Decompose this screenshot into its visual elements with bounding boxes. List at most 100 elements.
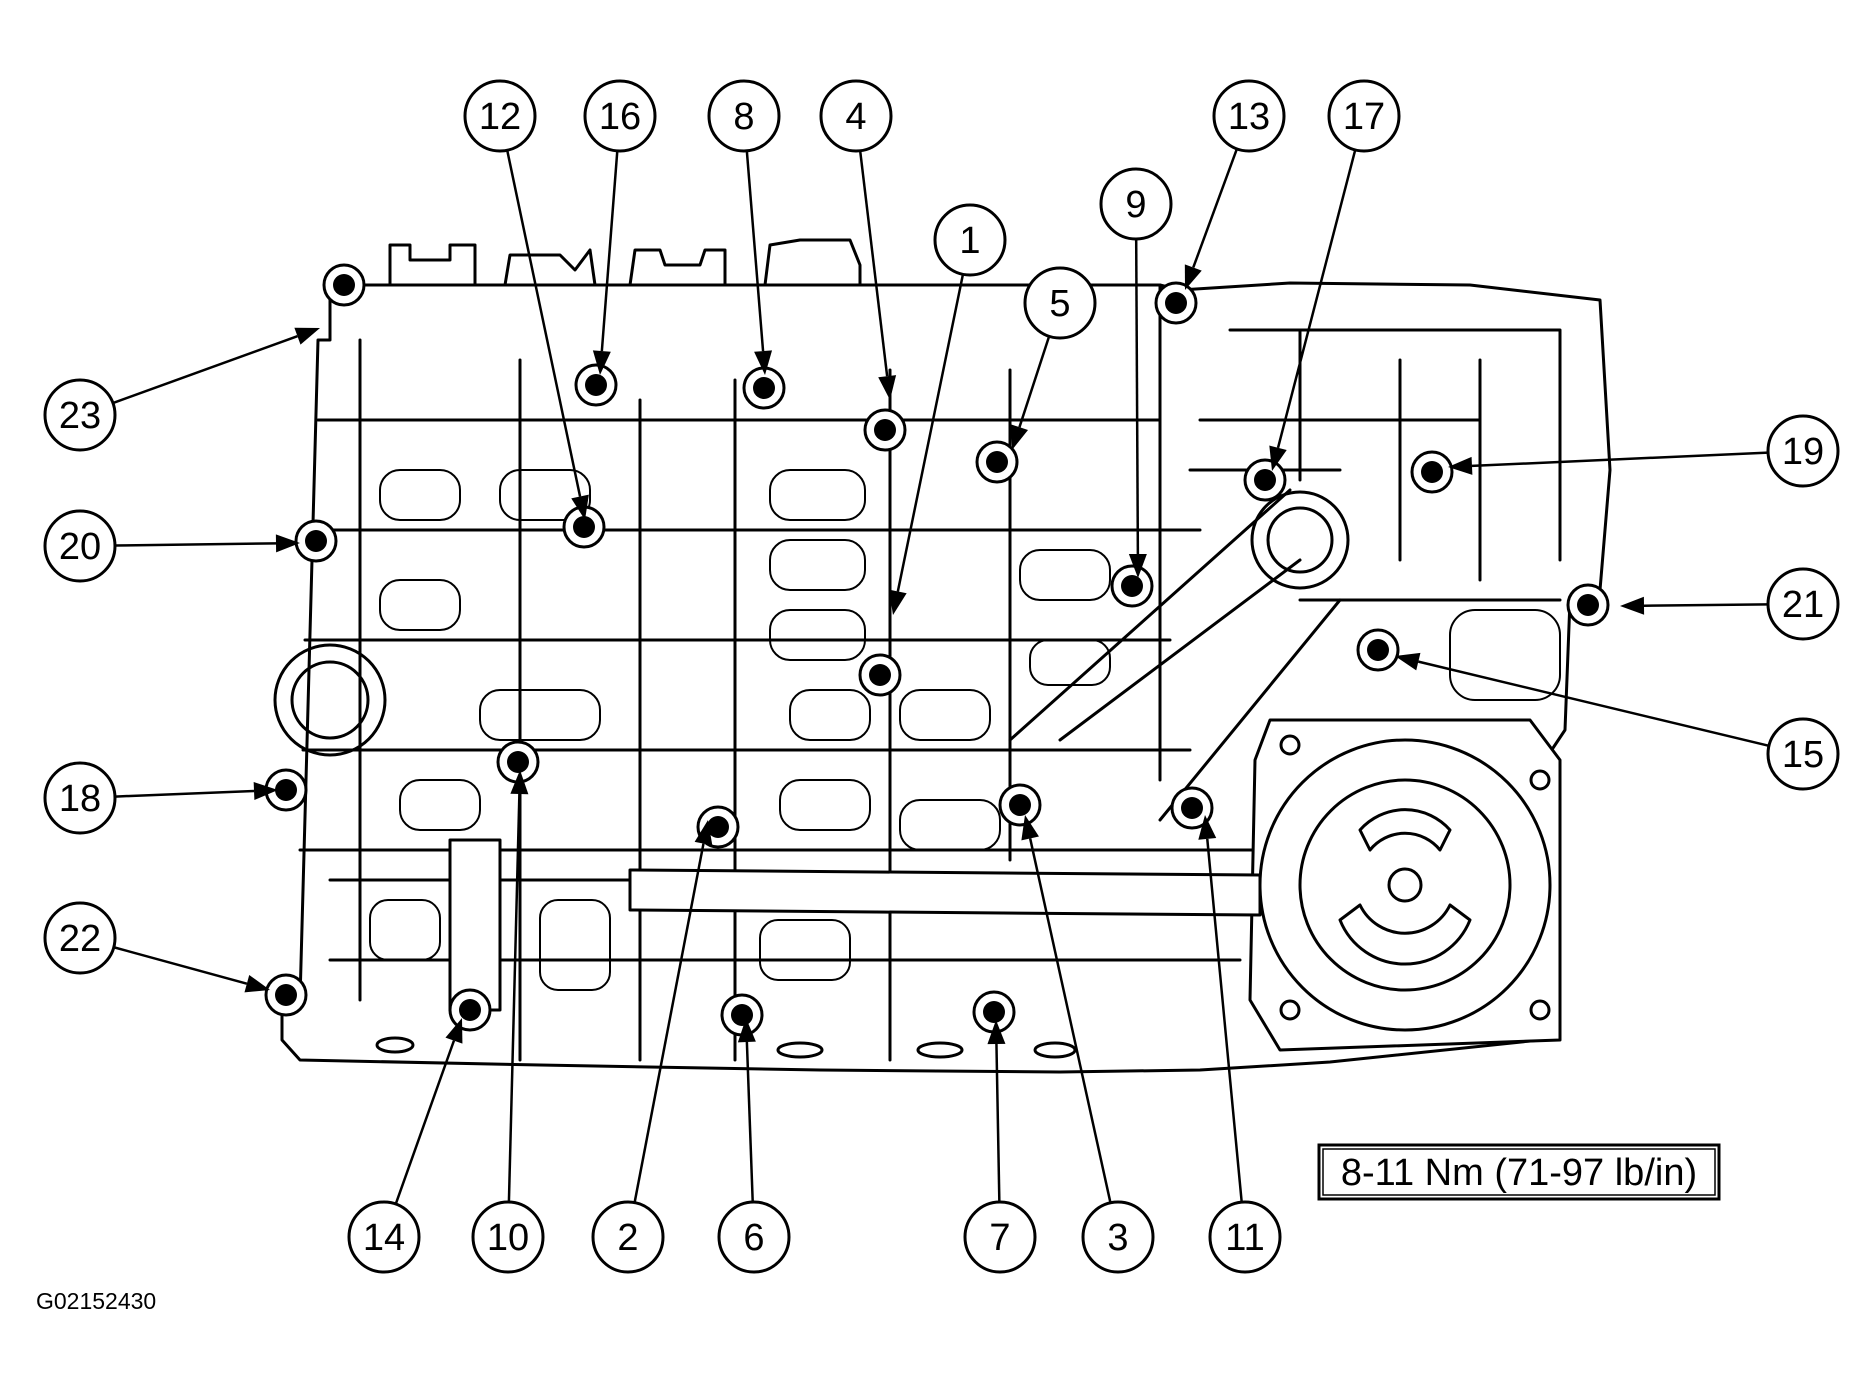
leader-line-10 <box>507 793 521 1203</box>
arrowhead-4 <box>878 375 897 400</box>
callout-number: 9 <box>1125 184 1146 226</box>
leader-line-23 <box>112 335 298 405</box>
arrowhead-8 <box>754 350 773 375</box>
leader-line-22 <box>113 946 248 985</box>
callout-number: 21 <box>1782 584 1824 626</box>
leader-line-9 <box>1134 238 1140 555</box>
callout-number: 7 <box>989 1217 1010 1259</box>
callout-number: 22 <box>59 918 101 960</box>
callout-number: 15 <box>1782 734 1824 776</box>
arrowhead-23 <box>294 327 320 345</box>
callout-5: 5 <box>1023 266 1097 340</box>
callout-23: 23 <box>43 378 117 452</box>
arrowhead-15 <box>1395 652 1421 671</box>
arrowhead-5 <box>1010 424 1029 450</box>
callout-number: 19 <box>1782 431 1824 473</box>
bolt-head-20 <box>294 519 338 563</box>
leader-line-7 <box>995 1043 1001 1203</box>
leader-line-8 <box>745 150 765 352</box>
leader-line-12 <box>505 149 582 497</box>
bolt-head-11 <box>1170 786 1214 830</box>
bolt-head-6 <box>720 993 764 1037</box>
bolt-heads <box>264 263 1610 1037</box>
callout-number: 3 <box>1107 1217 1128 1259</box>
bolt-head-22 <box>264 973 308 1017</box>
callout-number: 20 <box>59 526 101 568</box>
arrowhead-16 <box>592 350 611 375</box>
leader-line-17 <box>1276 149 1357 449</box>
callout-12: 12 <box>463 79 537 153</box>
callout-10: 10 <box>471 1200 545 1274</box>
bolt-head-21 <box>1566 583 1610 627</box>
callout-19: 19 <box>1766 414 1840 488</box>
callout-15: 15 <box>1766 717 1840 791</box>
leader-line-15 <box>1418 660 1770 748</box>
callout-number: 2 <box>617 1217 638 1259</box>
arrowhead-19 <box>1448 456 1473 475</box>
arrowhead-10 <box>510 770 529 795</box>
arrowhead-12 <box>571 494 589 520</box>
leader-line-20 <box>114 542 277 547</box>
callout-number: 23 <box>59 395 101 437</box>
bolt-head-23 <box>322 263 366 307</box>
callout-9: 9 <box>1099 167 1173 241</box>
callout-17: 17 <box>1327 79 1401 153</box>
callout-16: 16 <box>583 79 657 153</box>
callout-13: 13 <box>1212 79 1286 153</box>
callout-21: 21 <box>1766 567 1840 641</box>
callout-1: 1 <box>933 203 1007 277</box>
arrowhead-7 <box>987 1020 1006 1045</box>
callout-number: 11 <box>1225 1217 1264 1259</box>
callout-number: 8 <box>733 96 754 138</box>
callout-18: 18 <box>43 761 117 835</box>
callout-20: 20 <box>43 509 117 583</box>
leader-line-2 <box>633 843 705 1203</box>
callout-number: 1 <box>959 220 980 262</box>
bolt-head-17 <box>1243 458 1287 502</box>
bolt-head-19 <box>1410 450 1454 494</box>
arrowhead-11 <box>1198 815 1217 840</box>
leader-line-5 <box>1018 335 1051 428</box>
callout-number: 17 <box>1343 96 1385 138</box>
bolt-head-13 <box>1154 281 1198 325</box>
bolt-head-9 <box>1110 564 1154 608</box>
bolt-head-16 <box>574 363 618 407</box>
leader-line-19 <box>1471 451 1769 468</box>
bolt-head-8 <box>742 366 786 410</box>
leader-line-3 <box>1028 838 1112 1204</box>
leader-line-14 <box>394 1040 456 1205</box>
leader-line-18 <box>114 789 255 798</box>
leader-line-13 <box>1192 148 1239 268</box>
bolt-head-5 <box>975 440 1019 484</box>
leader-arrows <box>112 148 1770 1205</box>
bolt-head-3 <box>998 783 1042 827</box>
arrowhead-14 <box>445 1018 463 1044</box>
bolt-head-15 <box>1356 628 1400 672</box>
leader-line-11 <box>1206 838 1243 1203</box>
arrowhead-9 <box>1128 553 1147 578</box>
callout-number: 12 <box>479 96 521 138</box>
callout-3: 3 <box>1081 1200 1155 1274</box>
callout-6: 6 <box>717 1200 791 1274</box>
arrowhead-6 <box>737 1018 756 1043</box>
figure-id: G02152430 <box>36 1288 156 1314</box>
callout-22: 22 <box>43 901 117 975</box>
torque-spec-label: 8-11 Nm (71-97 lb/in) <box>1341 1152 1697 1194</box>
leader-line-4 <box>858 150 889 377</box>
callout-11: 11 <box>1208 1200 1282 1274</box>
callout-8: 8 <box>707 79 781 153</box>
callout-number: 4 <box>845 96 866 138</box>
leader-line-1 <box>896 274 965 592</box>
arrowhead-2 <box>694 820 713 846</box>
callout-number: 14 <box>363 1217 405 1259</box>
bolt-head-7 <box>972 990 1016 1034</box>
bolt-head-4 <box>863 408 907 452</box>
arrowhead-18 <box>253 781 278 800</box>
arrowhead-20 <box>275 534 300 553</box>
callout-number: 5 <box>1049 283 1070 325</box>
bolt-head-14 <box>448 988 492 1032</box>
arrowhead-1 <box>889 589 907 615</box>
callout-number: 18 <box>59 778 101 820</box>
